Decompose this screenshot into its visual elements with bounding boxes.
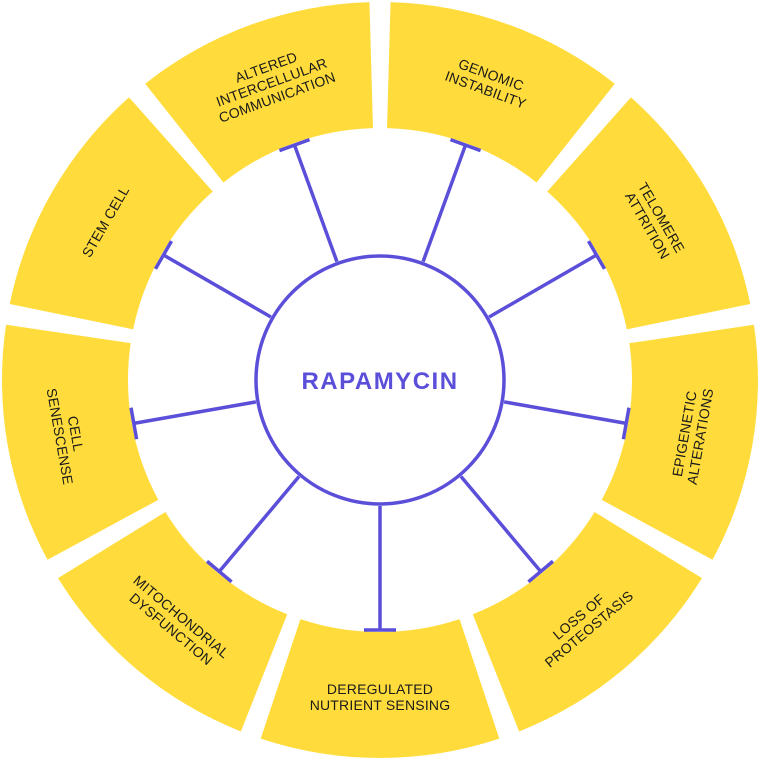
inhibitor-line-telomere-attrition bbox=[488, 253, 598, 319]
segment-shape-altered-intercellular-communication bbox=[145, 2, 373, 183]
inhibitor-bar-genomic-instability bbox=[449, 137, 482, 153]
segment-telomere-attrition: TELOMEREATTRITION bbox=[547, 97, 751, 330]
inhibitor-line-genomic-instability bbox=[421, 144, 468, 263]
segment-shape-genomic-instability bbox=[387, 2, 615, 183]
segment-mitochondrial-dysfunction: MITOCHONDRIALDYSFUNCTION bbox=[58, 512, 288, 732]
center-node: RAPAMYCIN bbox=[254, 254, 506, 506]
inhibitor-line-cell-senescense bbox=[133, 400, 257, 426]
segment-shape-deregulated-nutrient-sensing bbox=[260, 619, 500, 758]
segment-altered-intercellular-communication: ALTEREDINTERCELLULARCOMMUNICATION bbox=[145, 2, 373, 183]
center-circle bbox=[254, 254, 506, 506]
inhibitor-line-stem-cell bbox=[162, 253, 272, 319]
inhibitor-lines bbox=[129, 137, 631, 632]
inhibitor-line-altered-intercellular-communication bbox=[292, 144, 339, 263]
inhibitor-bar-epigenetic-alterations bbox=[621, 407, 631, 440]
inhibitor-bar-mitochondrial-dysfunction bbox=[205, 559, 233, 584]
segment-epigenetic-alterations: EPIGENETICALTERATIONS bbox=[601, 324, 758, 560]
segment-shape-telomere-attrition bbox=[547, 97, 751, 330]
segment-label-line: DEREGULATED bbox=[327, 681, 433, 697]
inhibitor-bar-altered-intercellular-communication bbox=[278, 137, 311, 153]
segment-cell-senescense: CELLSENESCENSE bbox=[1, 324, 159, 560]
segment-genomic-instability: GENOMICINSTABILITY bbox=[387, 2, 615, 183]
segment-shape-cell-senescense bbox=[1, 324, 159, 560]
segment-shape-loss-of-proteostasis bbox=[472, 512, 702, 732]
segment-shape-mitochondrial-dysfunction bbox=[58, 512, 288, 732]
inhibitor-bar-telomere-attrition bbox=[586, 240, 607, 270]
inhibitor-bar-cell-senescense bbox=[129, 407, 139, 440]
segment-label-line: NUTRIENT SENSING bbox=[310, 697, 451, 713]
segment-label-line: CELL bbox=[65, 415, 87, 453]
segment-stem-cell: STEM CELL bbox=[9, 97, 213, 330]
inhibitor-bar-stem-cell bbox=[153, 240, 174, 270]
center-label: RAPAMYCIN bbox=[301, 368, 458, 395]
inhibitor-line-mitochondrial-dysfunction bbox=[217, 475, 301, 573]
segment-shape-stem-cell bbox=[9, 97, 213, 330]
segment-loss-of-proteostasis: LOSS OFPROTEOSTASIS bbox=[472, 512, 702, 732]
inhibitor-line-loss-of-proteostasis bbox=[459, 475, 543, 573]
inhibitor-bar-loss-of-proteostasis bbox=[527, 559, 555, 584]
inhibitor-line-epigenetic-alterations bbox=[503, 400, 627, 426]
segment-shape-epigenetic-alterations bbox=[601, 324, 758, 560]
